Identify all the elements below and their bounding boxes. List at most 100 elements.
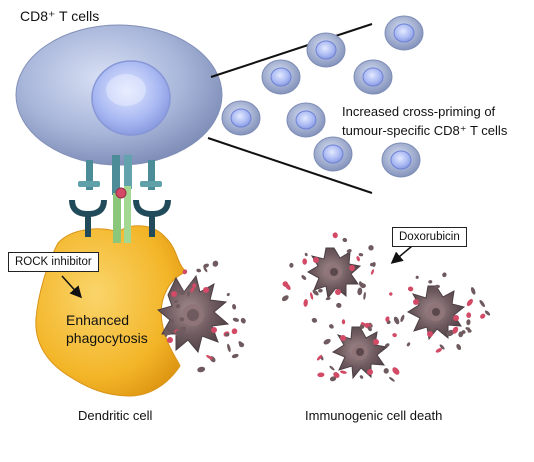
debris-fragment — [196, 268, 202, 273]
rock-arrow — [61, 275, 83, 299]
expansion-cone — [207, 23, 373, 194]
debris-fragment — [446, 329, 455, 337]
dendritic-cell-text: Dendritic cell — [78, 408, 153, 423]
debris-fragment — [383, 368, 389, 374]
debris-fragment — [173, 300, 179, 303]
debris-fragment — [389, 292, 393, 296]
debris-fragment — [212, 260, 219, 267]
debris-fragment — [329, 324, 334, 329]
debris-fragment — [329, 376, 337, 382]
debris-fragment — [400, 314, 405, 322]
debris-fragment — [367, 326, 372, 332]
small-t-cell — [221, 100, 261, 136]
debris-fragment — [329, 365, 335, 371]
debris-fragment — [164, 328, 168, 337]
debris-fragment — [317, 372, 325, 378]
debris-fragment — [325, 297, 331, 301]
debris-fragment — [360, 283, 366, 289]
debris-fragment — [303, 299, 308, 307]
debris-fragment — [192, 283, 197, 288]
debris-fragment — [466, 312, 472, 318]
small-t-cell — [381, 142, 421, 178]
debris-fragment — [385, 316, 390, 322]
debris-fragment — [439, 344, 445, 350]
doxorubicin-box: Doxorubicin — [392, 227, 467, 247]
debris-fragment — [342, 237, 348, 243]
debris-fragment — [363, 291, 366, 300]
immunogenic-cell-death-text: Immunogenic cell death — [305, 408, 443, 423]
debris-fragment — [372, 262, 376, 267]
debris-fragment — [182, 269, 188, 275]
debris-fragment — [368, 245, 374, 251]
debris-fragment — [302, 258, 308, 265]
debris-fragment — [407, 286, 414, 292]
dying-tumour-cell — [306, 247, 362, 300]
debris-fragment — [318, 288, 323, 293]
debris-fragment — [415, 275, 419, 279]
debris-fragment — [175, 330, 181, 337]
debris-fragment — [180, 326, 186, 335]
debris-fragment — [360, 322, 366, 326]
debris-fragment — [289, 262, 294, 268]
debris-fragment — [442, 272, 447, 278]
debris-fragment — [393, 316, 400, 325]
debris-fragment — [333, 372, 340, 378]
debris-fragment — [240, 317, 246, 324]
debris-fragment — [203, 263, 209, 268]
debris-fragment — [346, 249, 352, 253]
debris-fragment — [357, 287, 363, 296]
debris-fragment — [392, 333, 397, 338]
debris-fragment — [470, 287, 476, 295]
doxorubicin-text: Doxorubicin — [399, 231, 460, 243]
debris-fragment — [341, 319, 346, 325]
debris-fragment — [197, 366, 206, 373]
dying-tumour-cell — [406, 285, 466, 341]
debris-fragment — [175, 304, 181, 309]
debris-fragment — [384, 343, 390, 348]
debris-fragment — [190, 286, 195, 293]
debris-fragment — [239, 342, 245, 348]
small-t-cell — [384, 15, 424, 51]
debris-fragment — [281, 295, 289, 302]
small-t-cell — [353, 59, 393, 95]
debris-fragment — [226, 292, 230, 297]
debris-fragment — [301, 275, 307, 280]
debris-fragment — [206, 355, 213, 360]
debris-fragment — [467, 328, 472, 333]
debris-fragment — [284, 283, 291, 290]
debris-fragment — [232, 304, 237, 310]
cell-debris — [164, 232, 491, 382]
debris-fragment — [225, 333, 230, 337]
rock-inhibitor-text: ROCK inhibitor — [15, 256, 92, 268]
cross-priming-line-2: tumour-specific CD8⁺ T cells — [342, 123, 508, 138]
debris-fragment — [304, 252, 308, 257]
t-cells-label: CD8⁺ T cells — [20, 8, 99, 25]
debris-fragment — [203, 266, 208, 273]
debris-fragment — [311, 317, 318, 323]
debris-fragment — [309, 292, 314, 300]
debris-fragment — [480, 313, 486, 319]
debris-fragment — [336, 302, 342, 308]
debris-fragment — [370, 269, 375, 275]
debris-fragment — [323, 338, 331, 345]
debris-fragment — [406, 342, 411, 347]
debris-fragment — [484, 310, 491, 316]
debris-fragment — [231, 353, 239, 359]
cross-priming-label: Increased cross-priming of tumour-specif… — [342, 102, 507, 140]
debris-fragment — [359, 375, 364, 379]
small-t-cell — [306, 32, 346, 68]
tcr-mhc-complex — [69, 155, 171, 243]
small-t-cells — [221, 15, 424, 178]
debris-fragment — [186, 291, 190, 297]
debris-fragment — [231, 328, 238, 335]
cross-priming-line-1: Increased cross-priming of — [342, 104, 496, 119]
debris-fragment — [179, 317, 185, 322]
debris-fragment — [479, 299, 485, 308]
dying-tumour-cell — [331, 326, 389, 380]
phagocytosis-label: Enhanced phagocytosis — [66, 311, 148, 347]
debris-fragment — [339, 370, 347, 374]
debris-fragment — [356, 256, 360, 262]
debris-fragment — [178, 289, 185, 296]
phagocytosis-line-1: Enhanced — [66, 312, 130, 328]
